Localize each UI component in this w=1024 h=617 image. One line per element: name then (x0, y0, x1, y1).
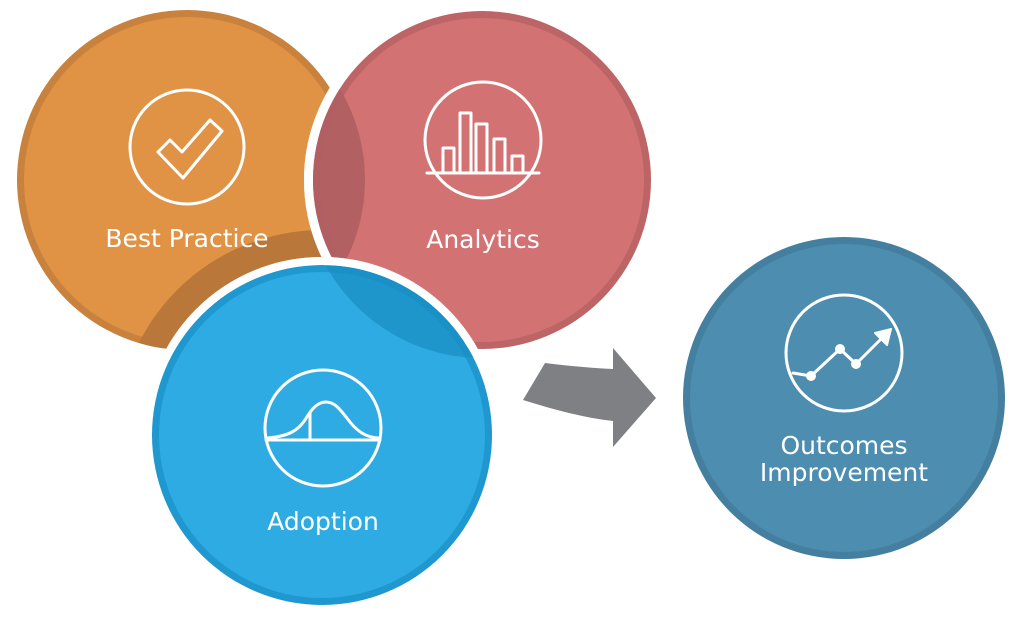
analytics-label: Analytics (426, 225, 540, 254)
analytics-node: Analytics (313, 11, 651, 349)
trend-up-icon (784, 293, 904, 413)
outcomes-label-line2: Improvement (760, 458, 928, 487)
checkmark-icon (128, 88, 246, 206)
analytics-circle (320, 18, 644, 342)
separator-rims (144, 10, 500, 350)
outcomes-circle (690, 244, 998, 552)
outcomes-label-line1: Outcomes (780, 431, 907, 460)
right-arrow-icon (523, 348, 656, 447)
outcomes-improvement-node: Outcomes Improvement (683, 237, 1005, 559)
bell-curve-icon (263, 368, 383, 488)
adoption-label: Adoption (267, 507, 379, 536)
adoption-circle (159, 272, 485, 598)
bar-chart-icon (423, 80, 543, 200)
best-practice-label: Best Practice (105, 224, 268, 253)
